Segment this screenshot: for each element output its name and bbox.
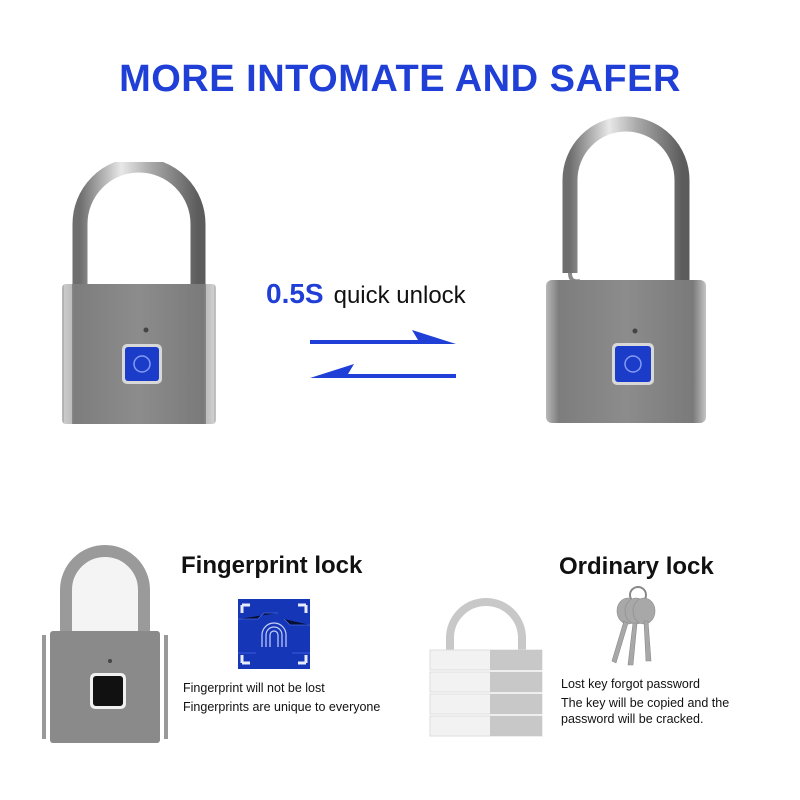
arrow-right-icon [308,326,458,348]
open-padlock-image [540,115,710,427]
quick-unlock-banner: 0.5S quick unlock [266,278,466,310]
arrow-left-icon [308,362,458,384]
unlock-label: quick unlock [333,282,466,309]
closed-padlock-image [58,162,220,428]
fingerprint-desc-1: Fingerprint will not be lost [183,681,325,695]
ordinary-lock-heading: Ordinary lock [559,553,714,580]
ordinary-desc-2: The key will be copied and the [561,696,730,710]
fingerprint-lock-heading: Fingerprint lock [181,552,363,579]
keys-icon [606,585,666,667]
combination-lock-image [426,598,546,738]
ordinary-desc-1: Lost key forgot password [561,677,700,691]
unlock-speed: 0.5S [266,278,324,309]
page-title: MORE INTOMATE AND SAFER [119,58,681,100]
fingerprint-desc-2: Fingerprints are unique to everyone [183,700,381,714]
fingerprint-padlock-image [40,535,170,745]
ordinary-desc-3: password will be cracked. [561,712,704,726]
fingerprint-scan-icon [238,599,310,669]
